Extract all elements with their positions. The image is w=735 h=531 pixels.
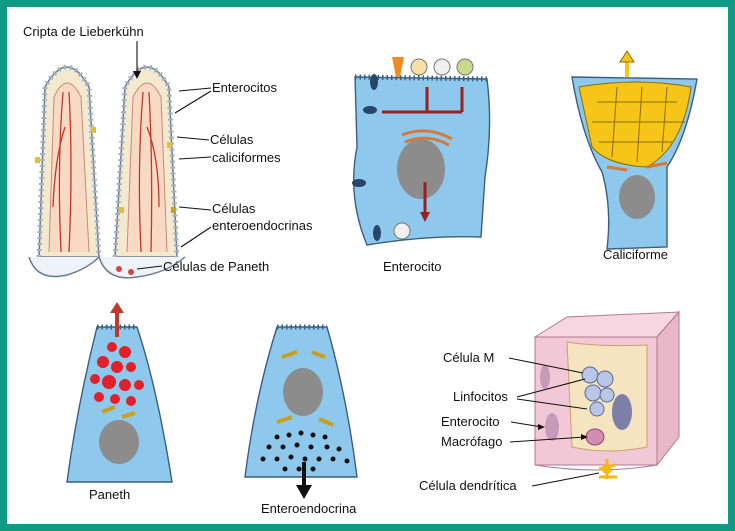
m-cell-label: Célula M xyxy=(443,350,494,365)
figure-panel: Cripta de Lieberkühn Enterocitos Células… xyxy=(7,7,728,524)
paneth-cells-label: Células de Paneth xyxy=(163,259,269,274)
crypt-label: Cripta de Lieberkühn xyxy=(23,24,144,39)
m-cell-tissue xyxy=(535,312,679,479)
paneth-label: Paneth xyxy=(89,487,130,502)
enterocyte-cell xyxy=(352,57,490,245)
enteroendocrine-cell xyxy=(245,327,357,499)
villi-illustration xyxy=(29,67,185,278)
dendritic-label: Célula dendrítica xyxy=(419,478,517,493)
enterocytes-label: Enterocitos xyxy=(212,80,278,95)
enterocyte-label: Enterocito xyxy=(383,259,442,274)
paneth-cell xyxy=(67,302,172,482)
goblet-cell xyxy=(572,51,697,249)
goblet-label-2: caliciformes xyxy=(212,150,281,165)
goblet-label-1: Células xyxy=(210,132,254,147)
endocrine-label-1: Células xyxy=(212,201,256,216)
macrophage-label: Macrófago xyxy=(441,434,502,449)
goblet-label: Caliciforme xyxy=(603,247,668,262)
enteroendocrine-label: Enteroendocrina xyxy=(261,501,357,516)
endocrine-label-2: enteroendocrinas xyxy=(212,218,313,233)
intestinal-cells-diagram: Cripta de Lieberkühn Enterocitos Células… xyxy=(7,7,728,524)
lymphocytes-label: Linfocitos xyxy=(453,389,508,404)
enterocyte-small-label: Enterocito xyxy=(441,414,500,429)
